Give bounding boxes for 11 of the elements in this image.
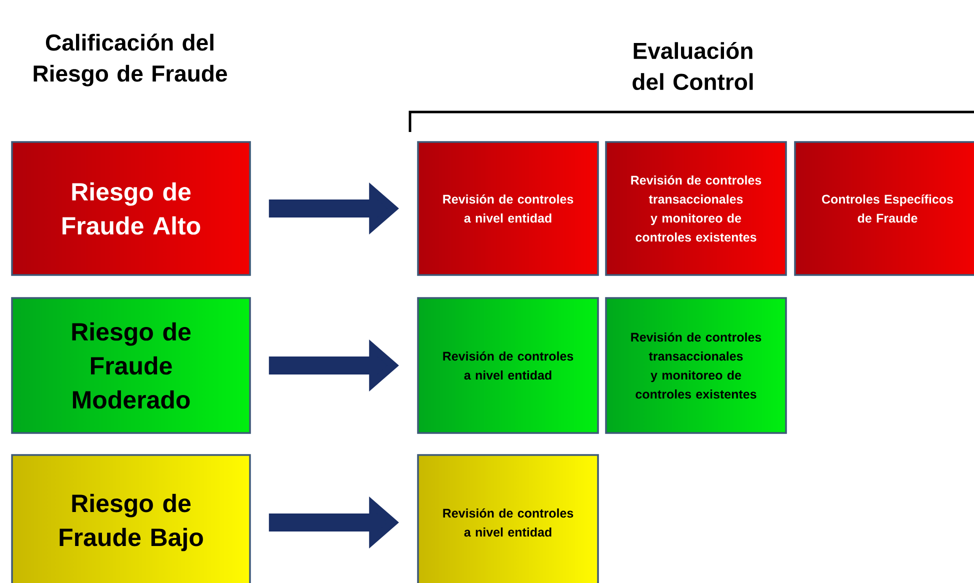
risk-box: Riesgo de Fraude Alto <box>11 141 251 276</box>
control-box: Revisión de controles transaccionales y monitoreo de controles existentes <box>605 297 787 434</box>
control-box: Revisión de controles a nivel entidad <box>417 454 599 583</box>
risk-box: Riesgo de Fraude Moderado <box>11 297 251 434</box>
control-box: Revisión de controles a nivel entidad <box>417 297 599 434</box>
heading: Evaluación del Control <box>632 42 753 90</box>
control-box: Controles Específicos de Fraude <box>794 141 974 276</box>
control-box: Revisión de controles a nivel entidad <box>417 141 599 276</box>
control-box: Revisión de controles transaccionales y monitoreo de controles existentes <box>605 141 787 276</box>
risk-box: Riesgo de Fraude Bajo <box>11 454 251 583</box>
heading: Calificación del Riesgo de Fraude <box>34 34 227 86</box>
